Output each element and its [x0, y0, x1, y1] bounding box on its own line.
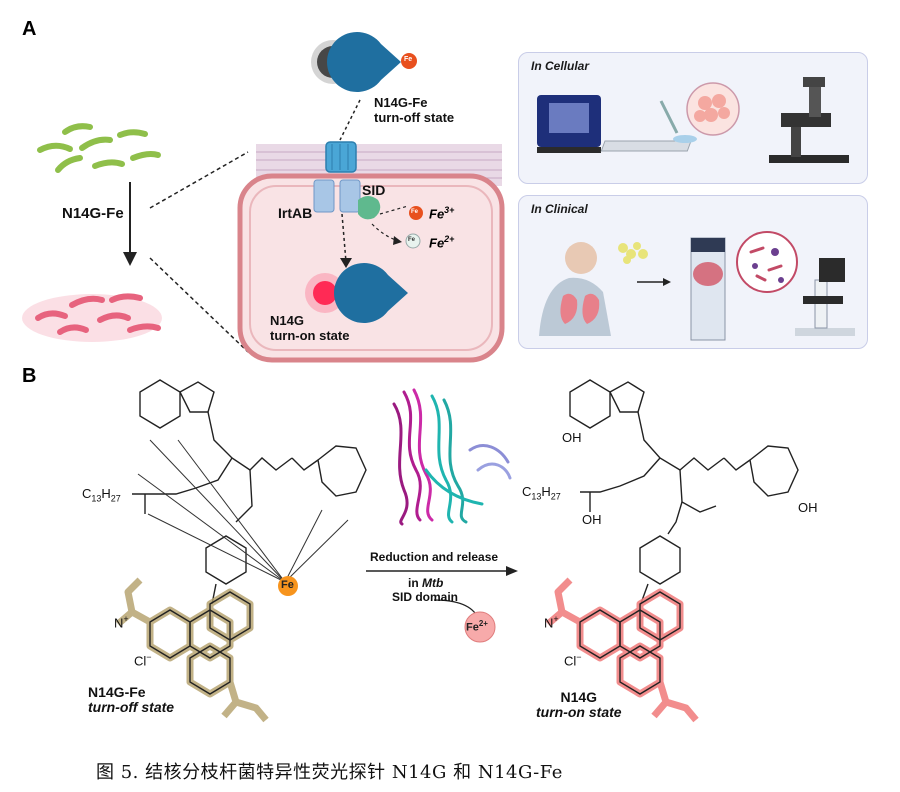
n14g-structure — [569, 379, 799, 607]
in-cellular-box: In Cellular — [518, 52, 868, 184]
fe-center-label: Fe — [281, 579, 294, 591]
left-alkyl-chain: C13H27 — [82, 486, 121, 504]
on-probe-label: N14G turn-on state — [270, 313, 350, 343]
fe3-chip-text: Fe — [411, 209, 419, 215]
right-n-plus: N+ — [544, 614, 559, 631]
panel-a-letter: A — [22, 18, 37, 40]
n14g-fe-label: N14G-Fe turn-off state — [88, 684, 175, 715]
n14g-label: N14G turn-on state — [536, 689, 622, 720]
right-alkyl-chain: C13H27 — [522, 484, 561, 502]
n14g-fe-arrow-label: N14G-Fe — [62, 205, 124, 222]
irtab-label: IrtAB — [278, 205, 313, 221]
protein-structure — [392, 388, 512, 526]
off-probe-fe-chip: Fe — [404, 56, 413, 63]
reaction-sid-domain: SID domain — [392, 590, 459, 604]
right-chloride: Cl− — [564, 652, 582, 669]
in-clinical-box: In Clinical — [518, 195, 868, 349]
fe2-bubble-label: Fe2+ — [466, 619, 488, 634]
off-probe-label: N14G-Fe turn-off state — [374, 95, 455, 125]
in-cellular-title: In Cellular — [531, 59, 590, 73]
n14g-fe-structure — [132, 379, 367, 605]
panel-b-letter: B — [22, 365, 37, 387]
fe2-chip-text: Fe — [408, 237, 416, 243]
right-oh-hydroxamate: OH — [582, 512, 602, 527]
clinical-workflow-icon — [539, 231, 855, 341]
left-n-plus: N+ — [114, 614, 129, 631]
left-chloride: Cl− — [134, 652, 152, 669]
in-clinical-title: In Clinical — [531, 202, 588, 216]
pink-bacteria — [35, 293, 161, 335]
figure-caption: 图 5. 结核分枝杆菌特异性荧光探针 N14G 和 N14G-Fe — [96, 762, 563, 783]
fe2-label: Fe2+ — [429, 234, 455, 251]
fe3-label: Fe3+ — [429, 205, 455, 222]
right-oh-lactam: OH — [798, 500, 818, 515]
reaction-in-mtb: in Mtb — [408, 576, 444, 590]
reaction-label: Reduction and release — [370, 550, 499, 564]
right-oh-phenol: OH — [562, 430, 582, 445]
cellular-instruments-icon — [537, 77, 849, 163]
green-bacteria — [37, 123, 161, 173]
sid-label: SID — [362, 182, 386, 198]
